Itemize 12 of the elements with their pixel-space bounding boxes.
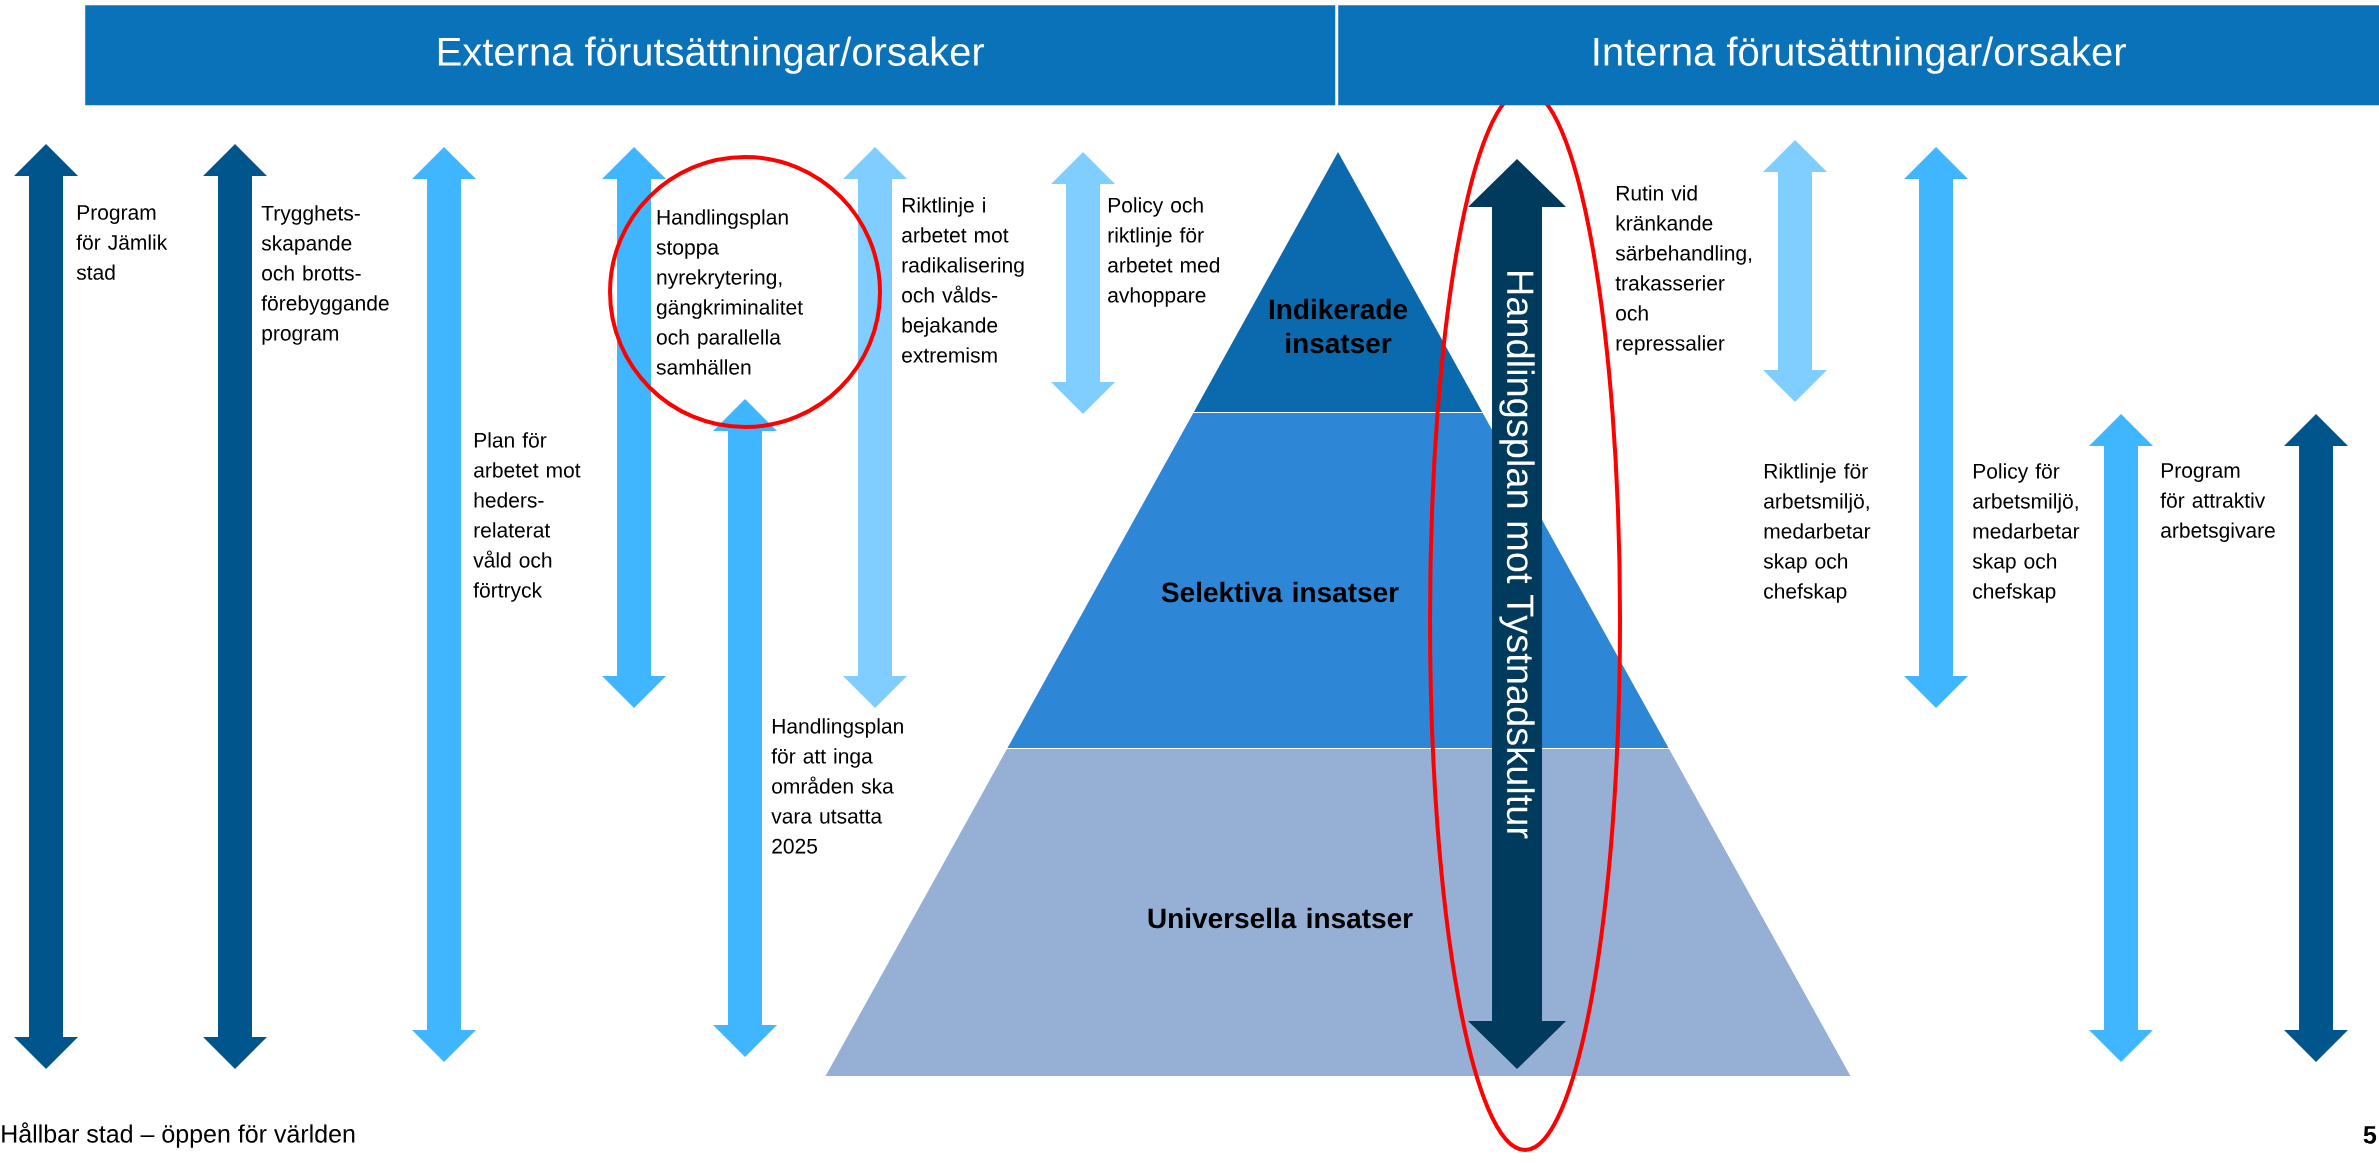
header-band: Externa förutsättningar/orsaker bbox=[85, 5, 1336, 106]
footer-text: Hållbar stad – öppen för världen bbox=[2, 1122, 355, 1148]
arrow-label: Riktlinje i arbetet mot radikalisering och vålds- bejakande extremism bbox=[902, 197, 1024, 363]
arrow-label: Riktlinje för arbetsmiljö, medarbetar skap och chefskap bbox=[1763, 463, 1871, 603]
header-band: Interna förutsättningar/orsaker bbox=[1338, 5, 2379, 106]
arrow-label: Program för attraktiv arbetsgivare bbox=[2160, 463, 2275, 542]
page-number: 5 bbox=[2363, 1126, 2377, 1144]
arrow-label: Program för Jämlik stad bbox=[76, 205, 168, 280]
arrow-label: Plan för arbetet mot heders- relaterat våld och förtryck bbox=[473, 432, 581, 602]
arrow-label: Rutin vid kränkande särbehandling, trakasserier och repressalier bbox=[1615, 185, 1752, 355]
arrow-label: Trygghets- skapande och brotts- förebyggande program bbox=[261, 205, 389, 345]
arrow-label: Policy för arbetsmiljö, medarbetar skap och chefskap bbox=[1972, 463, 2080, 603]
